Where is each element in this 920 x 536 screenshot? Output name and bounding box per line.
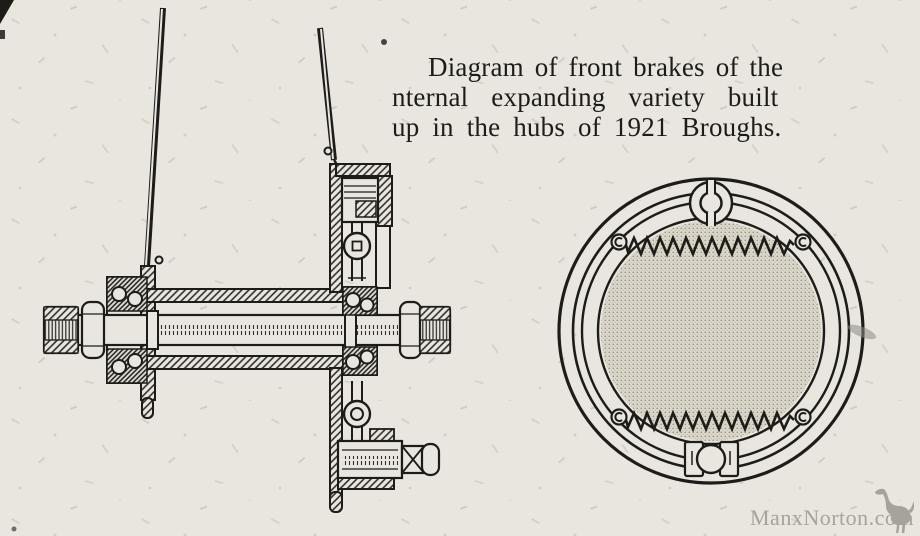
caption: Diagram of front brakes of the nternal e… [392, 52, 862, 142]
drum-interior-stipple [601, 221, 821, 441]
brake-cam-spindle [336, 381, 441, 490]
bird-watermark-icon [875, 488, 914, 533]
brake-shoe-top-section [340, 176, 380, 281]
watermark-text: ManxNorton.com [750, 505, 915, 530]
caption-line: nternal expanding variety built [392, 82, 779, 112]
axle-nut-left [42, 300, 106, 360]
caption-line: up in the hubs of 1921 Broughs. [392, 112, 782, 142]
brake-plate [329, 163, 393, 513]
axle-nut-right [398, 300, 452, 360]
shoe-pivot-top [688, 180, 734, 226]
return-springs [610, 233, 812, 433]
expander-cam-bottom [683, 440, 740, 478]
hub-cross-section-diagram [42, 7, 452, 513]
ball-bearings [106, 276, 378, 384]
caption-line: Diagram of front brakes of the [428, 52, 784, 82]
